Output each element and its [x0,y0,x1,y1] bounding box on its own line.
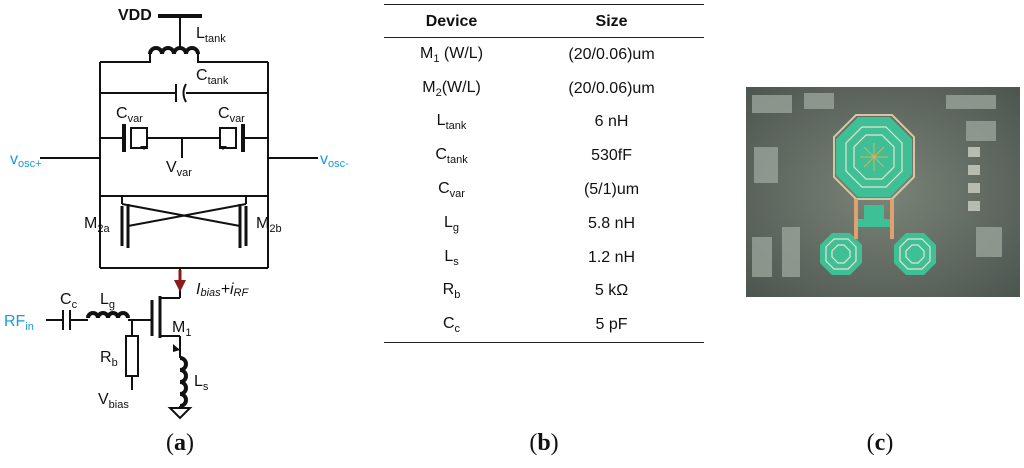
device-cell: Cvar [438,179,465,201]
table-row: Ls 1.2 nH [384,241,704,275]
table-row: Cvar (5/1)um [384,173,704,207]
size-cell: 5 pF [519,308,704,344]
table-row: Lg 5.8 nH [384,207,704,241]
device-cell: M2(W/L) [422,78,481,99]
vdd-label: VDD [118,7,152,24]
ltank-label: Ltank [196,25,226,45]
cvar-right-label: Cvar [218,105,245,125]
device-cell: Ltank [436,112,467,133]
lna-vco-schematic: VDD Ltank Ctank Cvar Cvar Vvar vosc+ vos… [4,7,349,420]
caption-c: (c) [866,430,894,456]
size-cell: 5 kΩ [594,282,629,300]
device-cell: M1 (W/L) [420,44,484,65]
ctank-label: Ctank [196,67,229,87]
rb-label: Rb [100,349,118,369]
device-cell: Rb [442,281,461,302]
table-row: Ltank 6 nH [384,106,704,140]
size-cell: 530fF [591,147,632,165]
lg-label: Lg [100,291,115,311]
caption-b: (b) [529,430,559,456]
m2a-label: M2a [84,215,110,235]
ls-label: Ls [194,373,209,393]
table-header-row: Device Size [384,4,704,38]
table-row: Ctank 530fF [384,139,704,173]
table-row: Rb 5 kΩ [384,275,704,309]
m2b-label: M2b [256,215,282,235]
vbias-label: Vbias [98,391,129,411]
m1-label: M1 [172,319,191,339]
size-cell: (5/1)um [583,181,640,199]
size-cell: 1.2 nH [587,248,636,266]
header-size: Size [519,4,704,38]
table-row: M2(W/L) (20/0.06)um [384,72,704,106]
size-cell: 5.8 nH [587,214,636,232]
table-row: M1 (W/L) (20/0.06)um [384,38,704,72]
vosc-minus-label: vosc- [320,151,349,170]
vosc-plus-label: vosc+ [10,151,42,170]
size-cell: 6 nH [594,113,629,131]
cc-label: Cc [60,291,78,311]
rfin-label: RFin [4,313,34,333]
caption-a: (a) [166,430,194,456]
size-cell: (20/0.06)um [568,79,655,97]
device-cell: Ctank [435,146,468,167]
size-cell: (20/0.06)um [568,45,655,63]
vvar-label: Vvar [166,159,192,179]
cvar-left-label: Cvar [116,105,143,125]
device-cell: Lg [444,213,460,234]
chip-micrograph [746,87,1020,297]
device-cell: Ls [444,247,459,268]
header-device: Device [384,4,520,38]
device-cell: Cc [384,308,520,344]
ibias-label: Ibias+iRF [196,281,249,299]
